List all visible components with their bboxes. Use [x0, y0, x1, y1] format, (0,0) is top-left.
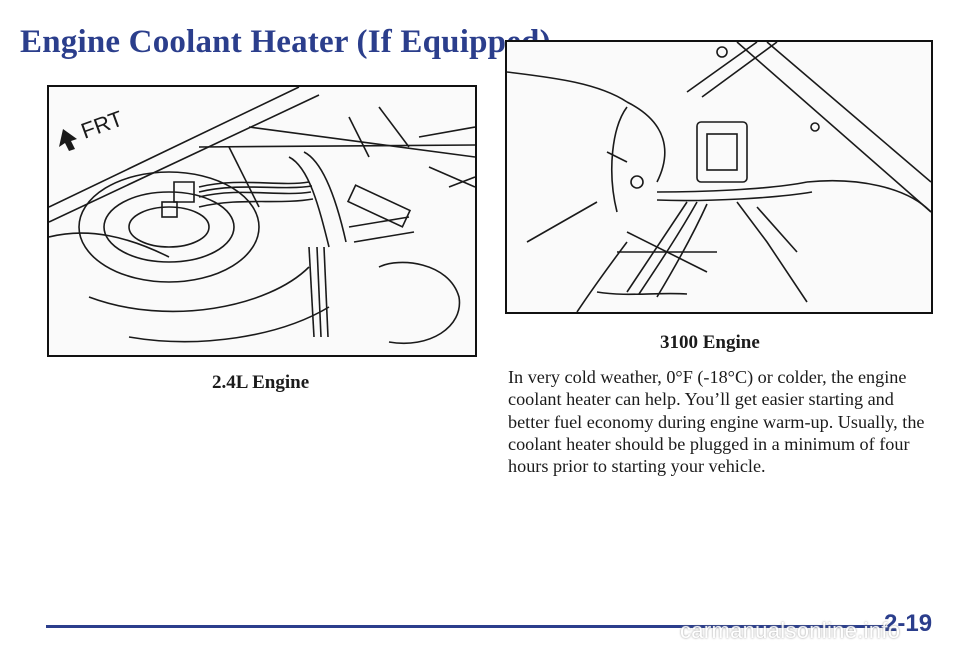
- figure-caption-2-4l: 2.4L Engine: [212, 372, 310, 393]
- figure-caption-3100: 3100 Engine: [660, 332, 760, 353]
- watermark-text: carmanualsonline.info: [680, 618, 901, 643]
- frt-label: FRT: [78, 106, 126, 144]
- page-number: 2-19: [884, 610, 933, 637]
- engine-3100-illustration: [505, 40, 933, 314]
- body-paragraph: In very cold weather, 0°F (-18°C) or col…: [508, 367, 925, 477]
- engine-2-4l-illustration: FRT: [47, 85, 477, 357]
- page-title: Engine Coolant Heater (If Equipped): [20, 24, 551, 60]
- footer-rule: [46, 625, 886, 628]
